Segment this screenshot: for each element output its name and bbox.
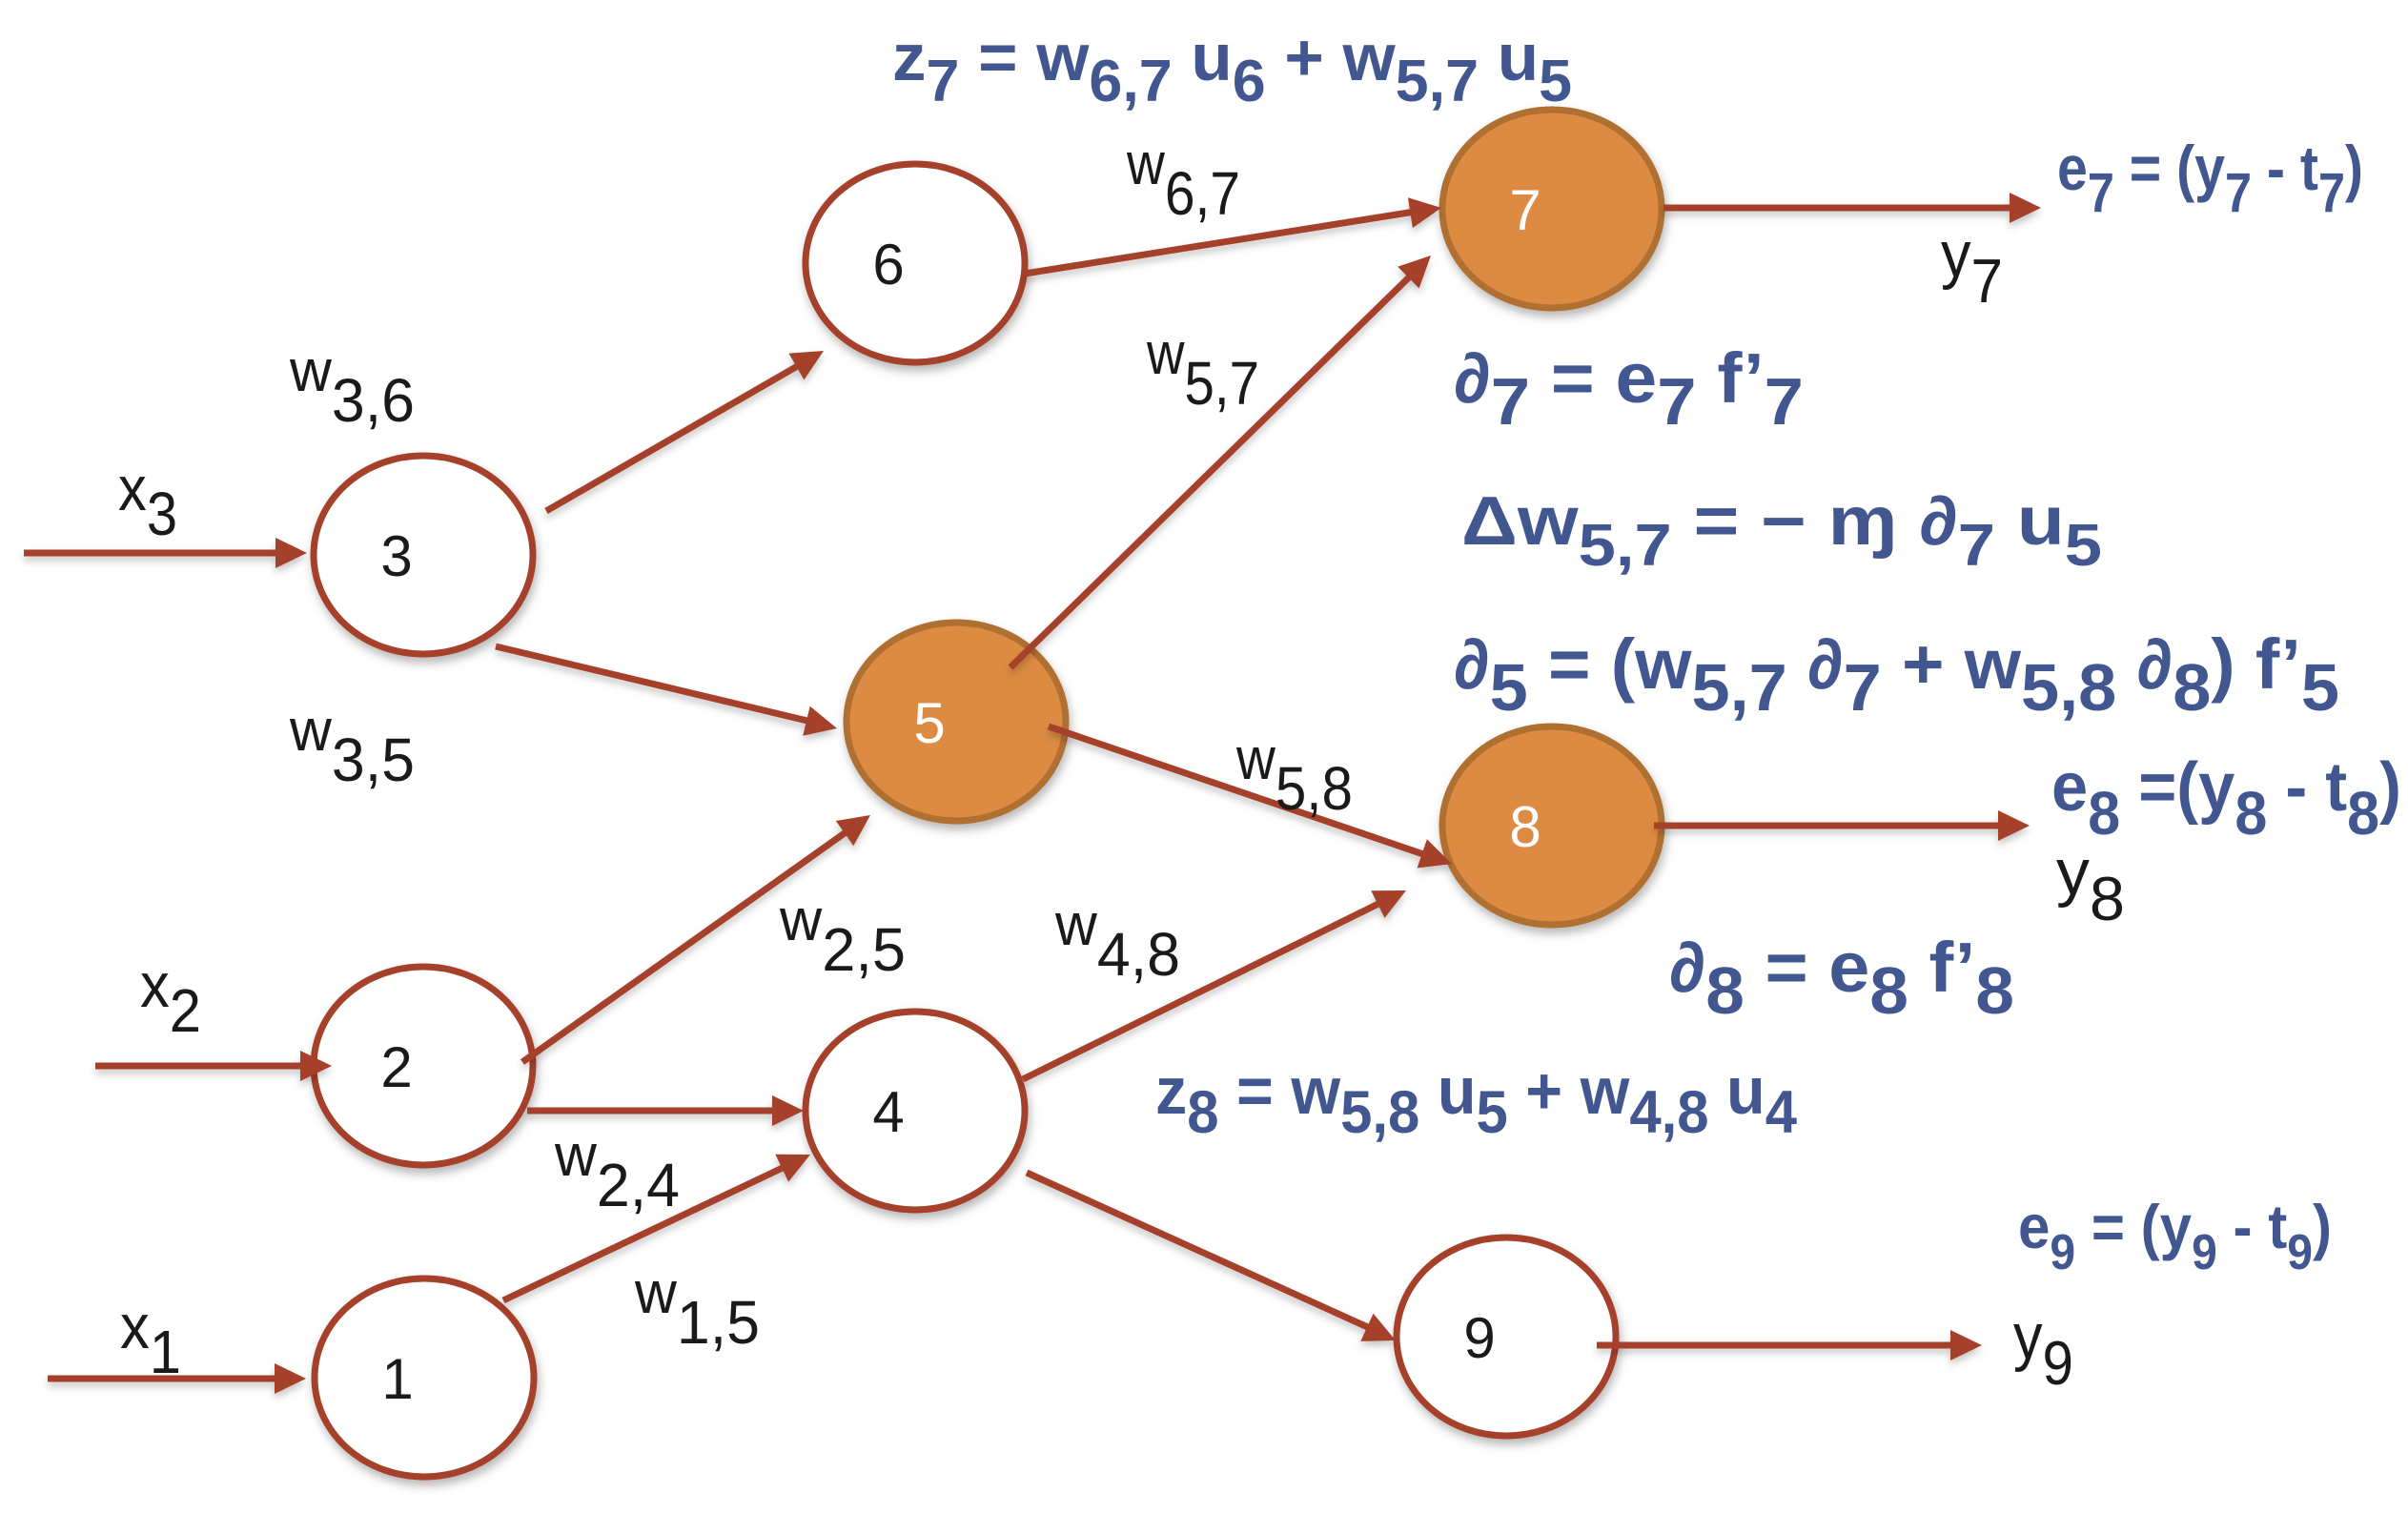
svg-text:w2,5​: w2,5​ — [779, 888, 906, 984]
svg-text:w3,5​: w3,5​ — [289, 698, 415, 794]
svg-text:Δw5,7​ = − ɱ ∂7​ u5​: Δw5,7​ = − ɱ ∂7​ u5​ — [1461, 483, 2102, 579]
svg-text:4: 4 — [872, 1080, 904, 1144]
svg-text:w5,8​: w5,8​ — [1235, 726, 1353, 823]
svg-text:y9​: y9​ — [2013, 1300, 2073, 1398]
svg-text:x1​: x1​ — [120, 1291, 181, 1386]
svg-text:5: 5 — [913, 691, 945, 755]
svg-text:1: 1 — [381, 1347, 413, 1411]
svg-text:2: 2 — [380, 1035, 412, 1099]
svg-text:z8​ = w5,8​ u5​ + w4,8​ u4​: z8​ = w5,8​ u5​ + w4,8​ u4​ — [1155, 1053, 1797, 1146]
svg-text:z7​ = w6,7​ u6​ + w5,7​ u5​: z7​ = w6,7​ u6​ + w5,7​ u5​ — [892, 20, 1572, 114]
svg-text:w6,7​: w6,7​ — [1126, 132, 1240, 228]
svg-text:x3​: x3​ — [118, 453, 177, 548]
svg-text:3: 3 — [380, 524, 412, 588]
svg-text:y8​: y8​ — [2056, 836, 2125, 933]
svg-text:y7​: y7​ — [1941, 218, 2003, 316]
svg-text:∂8​ = e8​ f’8​: ∂8​ = e8​ f’8​ — [1669, 928, 2014, 1028]
svg-text:6: 6 — [872, 233, 904, 297]
svg-text:∂5​ = (w5,7​ ∂7​ + w5,8​ ∂8​: ∂5​ = (w5,7​ ∂7​ + w5,8​ ∂8​) f’5​ — [1454, 624, 2339, 725]
svg-text:x2​: x2​ — [140, 950, 201, 1045]
svg-text:w4,8​: w4,8​ — [1054, 892, 1180, 989]
svg-text:e9​ = (y9​ - t9​): e9​ = (y9​ - t9​) — [2018, 1192, 2332, 1280]
svg-text:w1,5​: w1,5​ — [634, 1260, 760, 1357]
svg-text:w5,7​: w5,7​ — [1146, 321, 1259, 418]
svg-text:8: 8 — [1509, 795, 1541, 859]
svg-text:w2,4​: w2,4​ — [554, 1123, 680, 1219]
svg-text:e8​ =(y8​ - t8​): e8​ =(y8​ - t8​) — [2051, 749, 2401, 848]
svg-text:∂7​ = e7​ f’7​: ∂7​ = e7​ f’7​ — [1454, 338, 1804, 439]
svg-text:9: 9 — [1463, 1306, 1495, 1370]
svg-text:w3,6​: w3,6​ — [289, 338, 415, 435]
svg-text:7: 7 — [1509, 178, 1541, 242]
svg-text:e7​ = (y7​ - t7​): e7​ = (y7​ - t7​) — [2057, 133, 2363, 224]
